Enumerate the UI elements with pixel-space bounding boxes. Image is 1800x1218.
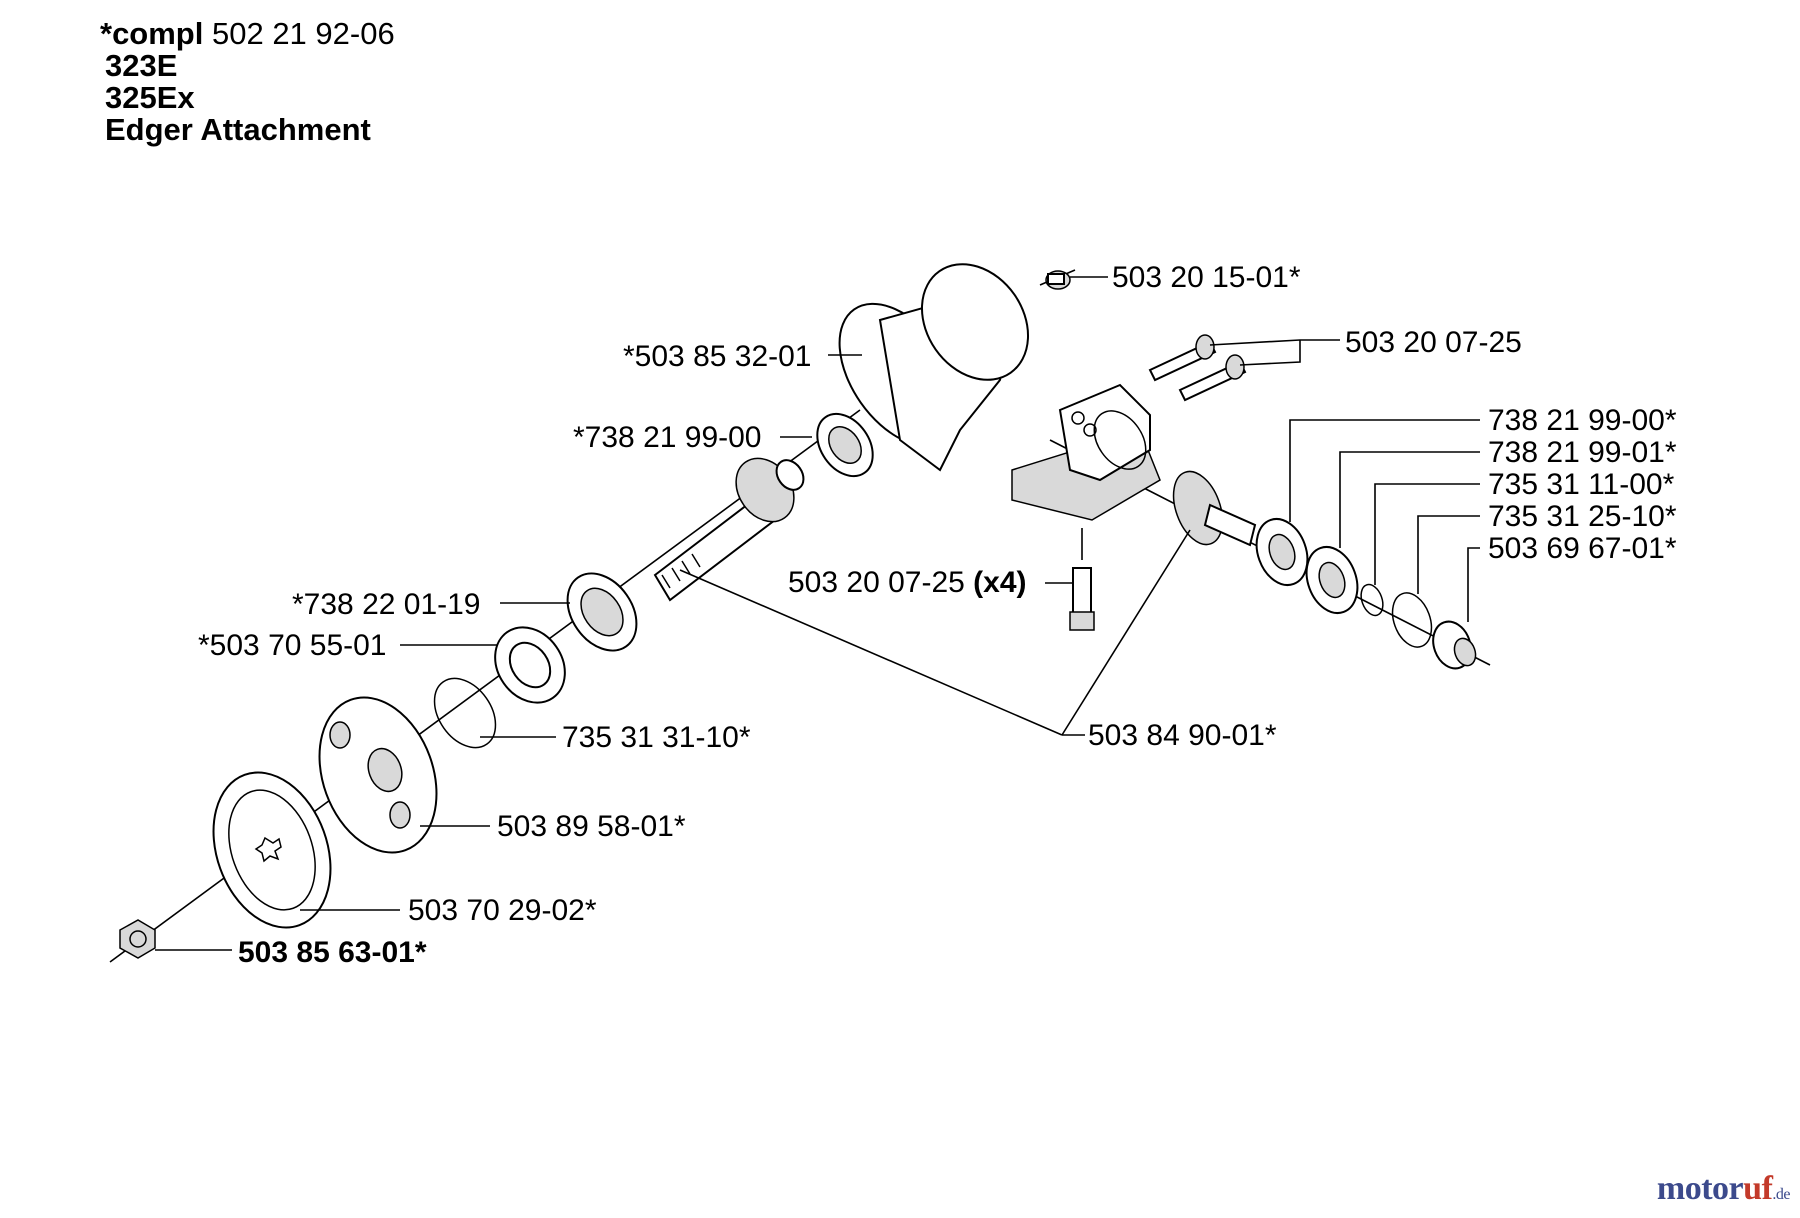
leader-c02b <box>1239 340 1301 366</box>
output-gear <box>1172 470 1257 547</box>
input-bearing <box>816 412 874 478</box>
leader-lines <box>155 276 1480 951</box>
blade-flange <box>318 696 438 854</box>
small-circlip <box>1360 583 1384 617</box>
cover-washer <box>212 771 332 929</box>
callout-c05: 738 21 99-00* <box>1488 404 1677 437</box>
leader-c09 <box>1467 547 1480 622</box>
leader-c07 <box>1374 483 1480 585</box>
diagram-header: *compl 502 21 92-06 323E 325Ex Edger Att… <box>100 18 395 146</box>
watermark-logo: motoruf.de <box>1656 1170 1791 1208</box>
callout-c13: 735 31 31-10* <box>562 721 751 754</box>
callout-c17: 503 85 63-01* <box>238 936 427 969</box>
compl-prefix: *compl <box>100 16 204 51</box>
leader-c14a <box>679 569 1063 736</box>
callout-c12: *503 70 55-01 <box>198 629 387 662</box>
housing-bolts <box>1148 334 1247 402</box>
watermark-part-a: motor <box>1656 1170 1744 1207</box>
callout-c10-qty: (x4) <box>973 566 1026 599</box>
watermark-part-c: .de <box>1772 1186 1790 1203</box>
callout-c02: 503 20 07-25 <box>1345 326 1522 359</box>
vertical-bolt <box>1069 567 1095 631</box>
model-2: 325Ex <box>105 80 195 115</box>
leader-c14b <box>1061 529 1191 736</box>
gear-housing <box>838 263 1161 560</box>
callout-c15: 503 89 58-01* <box>497 810 686 843</box>
output-bearing-1 <box>1255 518 1309 586</box>
callout-c07: 735 31 11-00* <box>1488 468 1675 501</box>
callout-c11: *738 22 01-19 <box>292 588 481 621</box>
callout-c14: 503 84 90-01* <box>1088 719 1277 752</box>
leader-c08 <box>1417 515 1480 594</box>
callout-c06: 738 21 99-01* <box>1488 436 1677 469</box>
model-1: 323E <box>105 48 178 83</box>
washer <box>494 626 566 704</box>
circlip <box>433 677 497 749</box>
leader-c06 <box>1339 451 1480 548</box>
leader-c05 <box>1289 419 1480 522</box>
callout-c10: 503 20 07-25 (x4) <box>788 566 1027 599</box>
leader-c02a <box>1209 339 1340 346</box>
compl-number: 502 21 92-06 <box>211 16 395 51</box>
callout-c09: 503 69 67-01* <box>1488 532 1677 565</box>
compl-line: *compl 502 21 92-06 <box>100 18 395 50</box>
output-bearing-2 <box>1305 546 1359 614</box>
diagram-title: Edger Attachment <box>105 112 371 147</box>
large-circlip <box>1391 592 1433 648</box>
output-nut-sleeve <box>1432 620 1477 670</box>
callout-c16: 503 70 29-02* <box>408 894 597 927</box>
watermark-part-b: uf <box>1743 1170 1773 1207</box>
seal <box>566 572 638 652</box>
callout-c03: *503 85 32-01 <box>623 340 812 373</box>
callout-c04: *738 21 99-00 <box>573 421 762 454</box>
callout-c01: 503 20 15-01* <box>1112 261 1301 294</box>
top-plug <box>1045 270 1071 290</box>
callout-labels: 503 20 15-01* 503 20 07-25 *503 85 32-01… <box>198 261 1677 969</box>
blade-nut <box>119 919 156 959</box>
callout-c10-number: 503 20 07-25 <box>788 566 965 599</box>
pinion-shaft <box>653 457 805 602</box>
callout-c08: 735 31 25-10* <box>1488 500 1677 533</box>
